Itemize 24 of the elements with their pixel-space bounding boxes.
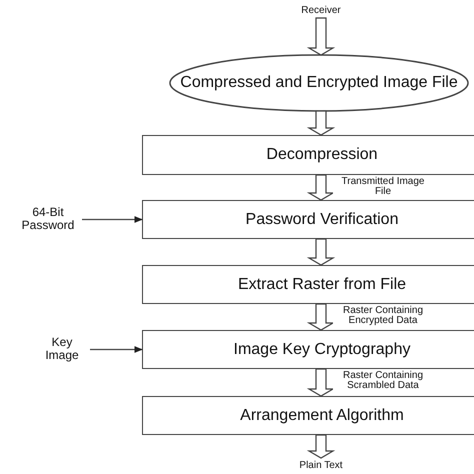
process-box	[142, 135, 474, 175]
process-box	[142, 265, 474, 304]
arrow	[90, 346, 143, 353]
process-box	[142, 200, 474, 239]
block-arrow	[306, 110, 336, 136]
block-arrow	[306, 303, 336, 331]
process-box	[142, 396, 474, 435]
node-label: Image Key Cryptography	[232, 340, 412, 358]
node-label: Arrangement Algorithm	[239, 406, 405, 424]
input-text: Receiver	[281, 3, 361, 18]
process-box	[142, 330, 474, 369]
block-arrow	[306, 238, 336, 266]
block-arrow	[306, 174, 336, 201]
input-text: Key Image	[34, 334, 90, 364]
node-label: Password Verification	[244, 210, 400, 228]
node-label: Extract Raster from File	[236, 276, 408, 294]
block-arrow	[306, 434, 336, 459]
node-label: Compressed and Encrypted Image File	[179, 74, 459, 92]
input-text: 64-Bit Password	[14, 204, 82, 234]
block-arrow	[306, 17, 336, 56]
node-label: Decompression	[265, 146, 379, 164]
arrow	[82, 216, 143, 223]
input-text: Plain Text	[281, 458, 361, 473]
block-arrow	[306, 368, 336, 397]
